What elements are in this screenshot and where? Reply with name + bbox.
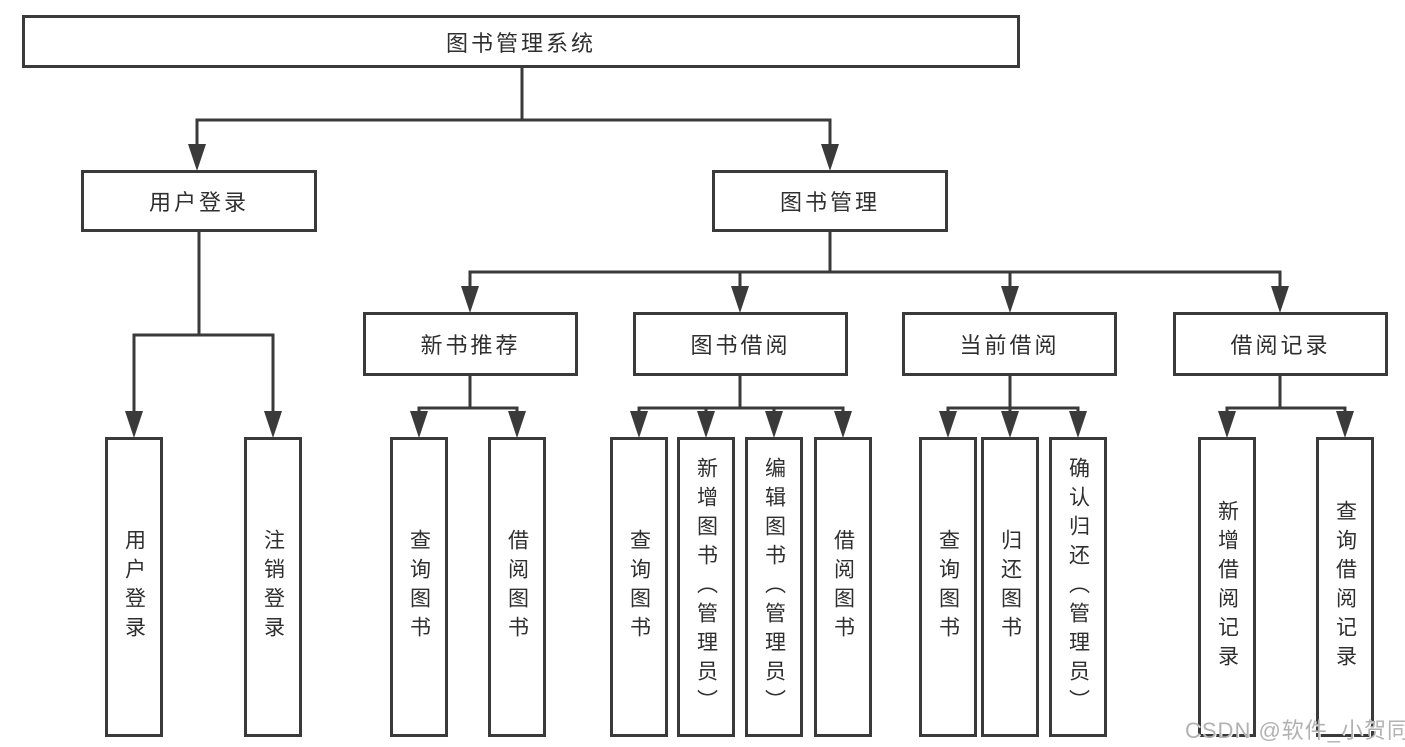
- node-borrowing-records: 借阅记录: [1173, 312, 1388, 376]
- leaf-logout: 注销登录: [244, 437, 302, 737]
- arrowhead: [461, 286, 479, 313]
- arrowhead: [1069, 411, 1087, 438]
- leaf-borrow-books-borrowing: 借阅图书: [814, 437, 872, 737]
- arrowhead: [264, 411, 282, 438]
- node-label: 查询图书: [936, 529, 960, 645]
- node-label: 借阅记录: [1230, 333, 1331, 358]
- node-label: 查询图书: [407, 529, 431, 645]
- leaf-query-borrow-record: 查询借阅记录: [1316, 437, 1374, 737]
- arrowhead: [834, 411, 852, 438]
- arrowhead: [1336, 411, 1354, 438]
- node-label: 查询借阅记录: [1333, 500, 1357, 674]
- node-label: 新增借阅记录: [1215, 500, 1239, 674]
- arrowhead: [697, 411, 715, 438]
- node-label: 用户登录: [122, 529, 146, 645]
- arrowhead: [188, 144, 206, 171]
- node-root-system: 图书管理系统: [22, 15, 1020, 68]
- node-label: 图书管理系统: [445, 30, 596, 56]
- leaf-add-book-admin: 新增图书（管理员）: [677, 437, 735, 737]
- node-book-management: 图书管理: [712, 170, 948, 232]
- arrowhead: [410, 411, 428, 438]
- arrowhead: [1271, 286, 1289, 313]
- leaf-user-login: 用户登录: [105, 437, 163, 737]
- leaf-add-borrow-record: 新增借阅记录: [1198, 437, 1256, 737]
- node-label: 新书推荐: [420, 333, 521, 358]
- node-label: 查询图书: [627, 529, 651, 645]
- leaf-query-books-recommend: 查询图书: [390, 437, 448, 737]
- node-label: 借阅图书: [505, 529, 529, 645]
- leaf-query-books-borrowing: 查询图书: [610, 437, 668, 737]
- leaf-borrow-books-recommend: 借阅图书: [488, 437, 546, 737]
- arrowhead: [1218, 411, 1236, 438]
- leaf-edit-book-admin: 编辑图书（管理员）: [745, 437, 803, 737]
- node-label: 新增图书（管理员）: [694, 456, 718, 718]
- node-label: 图书管理: [779, 190, 880, 215]
- arrowhead: [125, 411, 143, 438]
- leaf-return-book: 归还图书: [981, 437, 1039, 737]
- node-label: 编辑图书（管理员）: [762, 456, 786, 718]
- node-user-login: 用户登录: [81, 170, 317, 232]
- node-label: 归还图书: [998, 529, 1022, 645]
- node-current-borrowing: 当前借阅: [902, 312, 1117, 376]
- leaf-confirm-return-admin: 确认归还（管理员）: [1049, 437, 1107, 737]
- node-label: 用户登录: [148, 190, 249, 215]
- arrowhead: [508, 411, 526, 438]
- node-label: 图书借阅: [690, 333, 791, 358]
- arrowhead: [939, 411, 957, 438]
- node-book-borrowing: 图书借阅: [633, 312, 848, 376]
- leaf-query-books-current: 查询图书: [919, 437, 977, 737]
- node-new-book-recommend: 新书推荐: [363, 312, 578, 376]
- arrowhead: [1001, 286, 1019, 313]
- node-label: 确认归还（管理员）: [1066, 456, 1090, 718]
- node-label: 借阅图书: [831, 529, 855, 645]
- arrowhead: [765, 411, 783, 438]
- csdn-watermark: CSDN @软件_小贺同学: [1185, 718, 1405, 743]
- arrowhead: [821, 144, 839, 171]
- node-label: 注销登录: [261, 529, 285, 645]
- arrowhead: [731, 286, 749, 313]
- arrowhead: [630, 411, 648, 438]
- arrowhead: [1001, 411, 1019, 438]
- node-label: 当前借阅: [959, 333, 1060, 358]
